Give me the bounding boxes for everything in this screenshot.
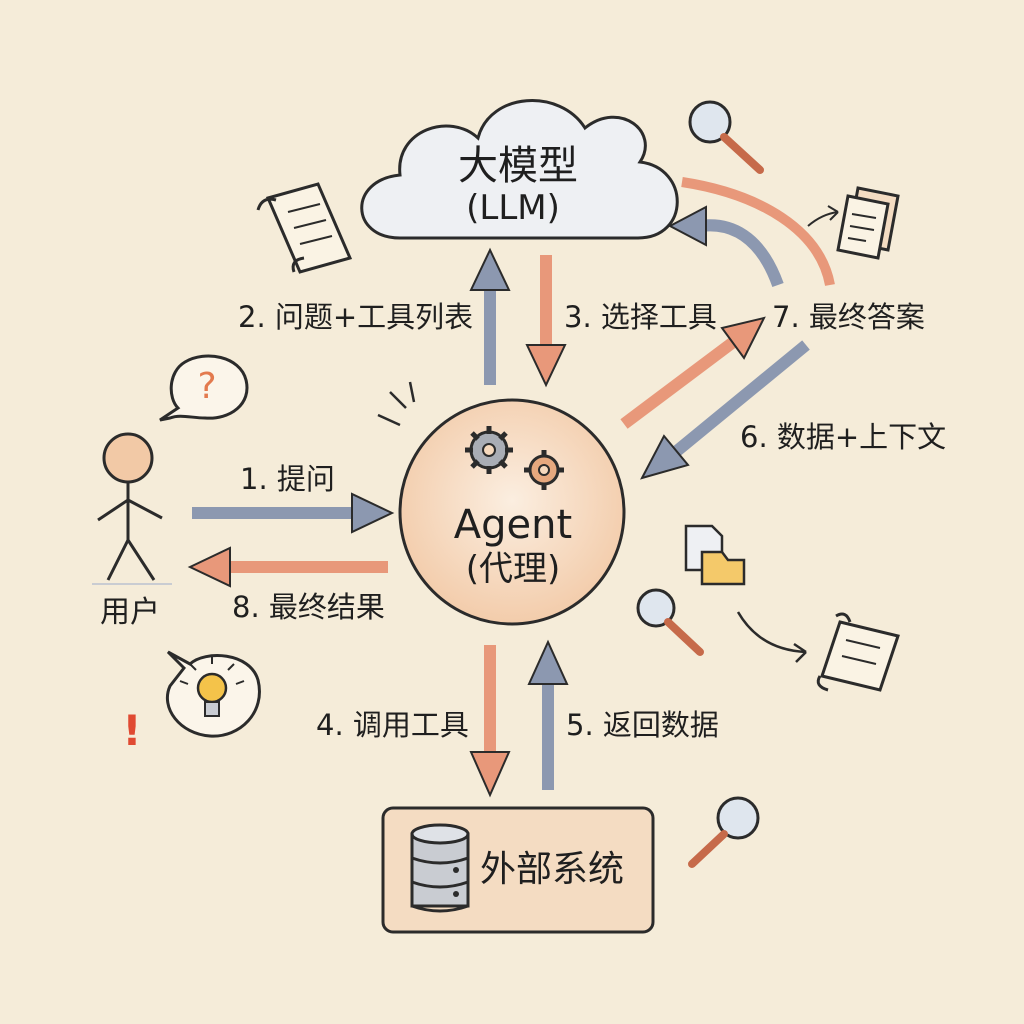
sparkle-lines — [377, 381, 416, 427]
step-5-label: 5. 返回数据 — [566, 708, 719, 742]
scroll-icon-right — [816, 612, 900, 692]
idea-bubble — [165, 650, 261, 738]
llm-cloud — [360, 99, 679, 240]
question-mark: ? — [197, 366, 216, 407]
lightbulb-icon — [179, 656, 245, 717]
magnifier-icon-bottom — [688, 796, 760, 868]
step-6-label: 6. 数据+上下文 — [740, 420, 947, 454]
file-folder-icon — [684, 524, 746, 586]
step-7-label: 7. 最终答案 — [772, 300, 925, 334]
llm-title: 大模型 — [458, 143, 578, 189]
agent-circle — [398, 398, 626, 626]
llm-subtitle: (LLM) — [466, 188, 560, 228]
documents-icon — [836, 186, 900, 260]
user-label: 用户 — [100, 595, 160, 630]
magnifier-icon-right — [636, 588, 704, 656]
exclamation-mark: ! — [122, 706, 141, 755]
step-2-label: 2. 问题+工具列表 — [238, 300, 474, 334]
step-8-label: 8. 最终结果 — [232, 590, 385, 624]
external-system-label: 外部系统 — [480, 849, 625, 890]
user-stick-figure — [92, 432, 172, 585]
arrow-return-data — [527, 639, 569, 790]
small-pointer-arrow-top — [807, 205, 839, 227]
small-pointer-arrow-right — [736, 611, 807, 663]
arrow-final-answer-out — [620, 316, 766, 429]
arrow-final-result — [187, 546, 388, 588]
arrow-ask — [192, 492, 395, 534]
step-4-label: 4. 调用工具 — [316, 708, 469, 742]
database-icon — [410, 823, 470, 913]
arrow-select-tool — [525, 255, 567, 388]
scroll-icon-left — [256, 182, 353, 274]
arrow-data-context — [640, 340, 810, 480]
question-bubble: ? — [159, 354, 249, 422]
arrow-call-tool — [469, 645, 511, 798]
gears-icon — [465, 426, 564, 490]
agent-subtitle: (代理) — [465, 549, 561, 589]
magnifier-icon-top — [688, 100, 764, 174]
agent-title: Agent — [453, 502, 573, 548]
arrow-question-tools — [469, 247, 511, 385]
arrow-to-llm-curve — [667, 177, 835, 288]
step-3-label: 3. 选择工具 — [564, 300, 717, 334]
step-1-label: 1. 提问 — [240, 462, 335, 496]
